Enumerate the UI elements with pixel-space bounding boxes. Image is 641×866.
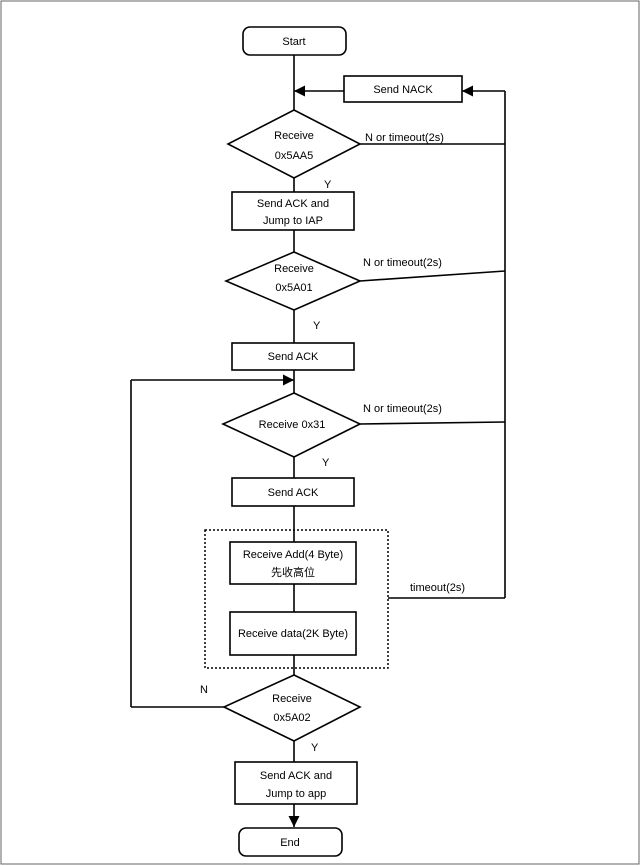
label-timeout: timeout(2s) <box>410 582 465 594</box>
edge-labels: Y Y Y Y N or timeout(2s) N or timeout(2s… <box>200 132 465 754</box>
send-ack-1-label: Send ACK <box>268 351 319 363</box>
label-y-4: Y <box>311 742 319 754</box>
receive-data-node: Receive data(2K Byte) <box>229 611 357 656</box>
label-n: N <box>200 684 208 696</box>
send-ack-jump-app-node: Send ACK and Jump to app <box>234 761 358 805</box>
decision-receive-5aa5: Receive 0x5AA5 <box>226 109 362 179</box>
start-node: Start <box>242 26 347 56</box>
send-ack-node-1: Send ACK <box>231 342 355 371</box>
decision-5a01-line1: Receive <box>274 263 314 275</box>
connector-5a01-no <box>359 270 506 282</box>
connectors <box>130 55 506 827</box>
receive-add-line1: Receive Add(4 Byte) <box>243 549 343 561</box>
label-y-2: Y <box>313 320 321 332</box>
decision-receive-31: Receive 0x31 <box>221 392 362 458</box>
send-ack-2-label: Send ACK <box>268 487 319 499</box>
send-ack-app-line1: Send ACK and <box>260 770 332 782</box>
send-ack-node-2: Send ACK <box>231 477 355 507</box>
start-label: Start <box>282 36 305 48</box>
decision-31-label: Receive 0x31 <box>259 419 326 431</box>
receive-data-label: Receive data(2K Byte) <box>238 628 348 640</box>
decision-5aa5-line1: Receive <box>274 130 314 142</box>
receive-add-line2: 先收高位 <box>271 565 315 579</box>
send-nack-node: Send NACK <box>343 75 463 103</box>
label-n-timeout-3: N or timeout(2s) <box>363 403 442 415</box>
decision-5aa5-line2: 0x5AA5 <box>275 150 314 162</box>
end-node: End <box>238 827 343 857</box>
send-ack-jump-iap-node: Send ACK and Jump to IAP <box>231 191 355 231</box>
receive-add-node: Receive Add(4 Byte) 先收高位 <box>229 541 357 585</box>
send-nack-label: Send NACK <box>373 84 433 96</box>
label-n-timeout-2: N or timeout(2s) <box>363 257 442 269</box>
send-ack-iap-line2: Jump to IAP <box>263 215 323 227</box>
decision-receive-5a02: Receive 0x5A02 <box>222 674 362 742</box>
decision-5a01-line2: 0x5A01 <box>275 282 312 294</box>
send-ack-iap-line1: Send ACK and <box>257 198 329 210</box>
receive-group-box <box>204 529 389 669</box>
decision-receive-5a01: Receive 0x5A01 <box>223 251 362 311</box>
connector-31-no <box>359 421 506 425</box>
label-y-1: Y <box>324 179 332 191</box>
label-y-3: Y <box>322 457 330 469</box>
label-n-timeout-1: N or timeout(2s) <box>365 132 444 144</box>
decision-5a02-line1: Receive <box>272 693 312 705</box>
end-label: End <box>280 837 300 849</box>
send-ack-app-line2: Jump to app <box>266 788 327 800</box>
decision-5a02-line2: 0x5A02 <box>273 712 310 724</box>
